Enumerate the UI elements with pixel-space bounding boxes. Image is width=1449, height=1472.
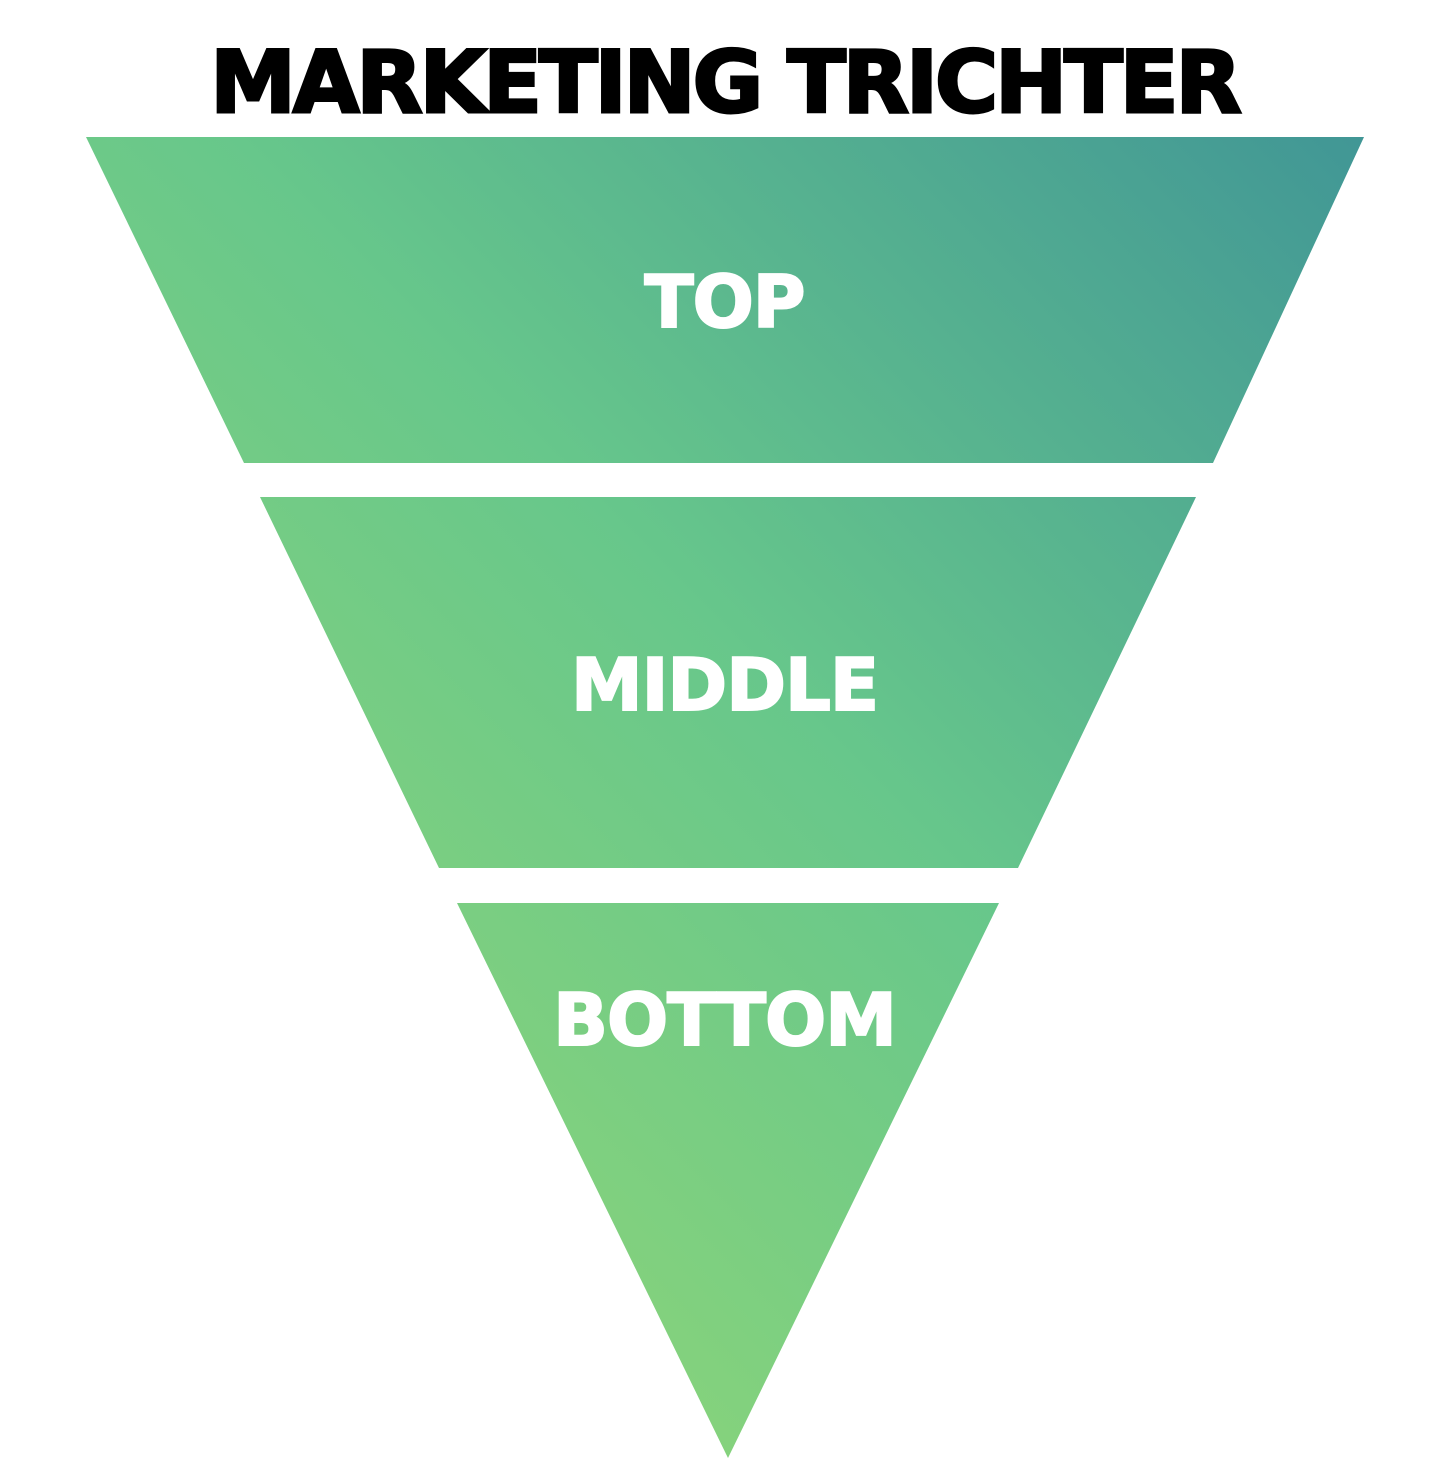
stage-label-middle: MIDDLE (570, 643, 880, 727)
funnel-stage-top (86, 137, 1364, 463)
funnel-stage-middle (260, 497, 1196, 868)
stage-label-bottom: BOTTOM (552, 978, 898, 1062)
funnel-title: MARKETING TRICHTER (209, 33, 1244, 133)
stage-label-top: TOP (643, 260, 806, 344)
funnel-stage-bottom (457, 903, 999, 1458)
